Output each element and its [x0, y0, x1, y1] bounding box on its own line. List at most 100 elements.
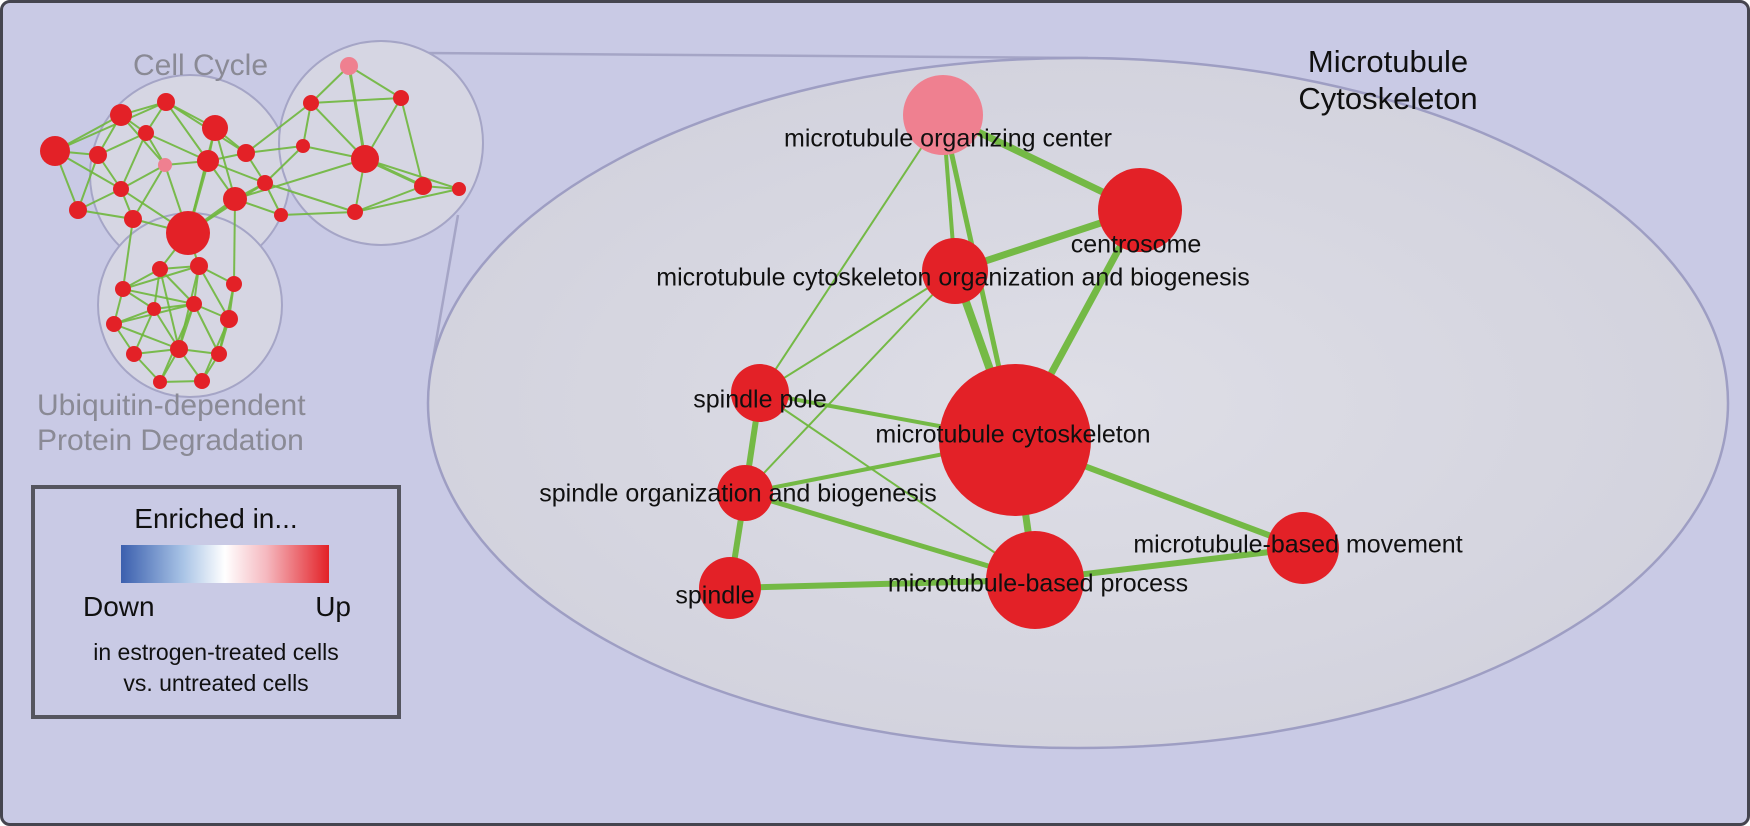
legend-down-label: Down: [83, 591, 155, 622]
overview-edge: [348, 65, 402, 99]
overview-node: [452, 182, 466, 196]
zoom-cone-line: [422, 51, 1089, 60]
overview-edge: [122, 218, 134, 290]
network-canvas: microtubule organizing center centrosome m…: [40, 40, 1730, 750]
detail-cluster-title: Microtubule Cytoskeleton: [1258, 43, 1518, 117]
detail-node-mc: [939, 364, 1091, 516]
detail-node-sorg: [717, 465, 773, 521]
detail-node-label-moc: microtubule organizing center: [784, 125, 1112, 153]
overview-node: [170, 340, 188, 358]
detail-node-label-mcob: microtubule cytoskeleton organization an…: [656, 264, 1249, 292]
legend-caption-line1: in estrogen-treated cells: [93, 639, 339, 665]
detail-node-mbm: [1267, 512, 1339, 584]
overview-edge: [347, 65, 367, 160]
overview-edge: [122, 265, 200, 290]
overview-node: [190, 257, 208, 275]
overview-node: [124, 210, 142, 228]
detail-cluster-title-line2: Cytoskeleton: [1298, 81, 1478, 117]
overview-node: [274, 208, 288, 222]
detail-node-spole: [731, 364, 789, 422]
overview-edge: [245, 102, 312, 154]
overview-edge: [159, 268, 180, 350]
detail-node-mcob: [922, 238, 988, 304]
overview-node: [197, 150, 219, 172]
detail-node-label-mbm: microtubule-based movement: [1133, 531, 1462, 559]
overview-node: [110, 104, 132, 126]
overview-edge: [77, 154, 99, 211]
overview-node: [153, 375, 167, 389]
overview-node: [340, 57, 358, 75]
overview-node: [152, 261, 168, 277]
overview-node: [296, 139, 310, 153]
overview-node: [194, 373, 210, 389]
overview-edge: [310, 97, 402, 104]
overview-edge: [133, 308, 155, 355]
overview-node: [351, 145, 379, 173]
detail-node-label-sorg: spindle organization and biogenesis: [539, 480, 937, 508]
overview-node: [186, 296, 202, 312]
overview-node: [40, 136, 70, 166]
detail-edge-sorg-mbp: [744, 490, 1036, 583]
legend-caption: in estrogen-treated cells vs. untreated …: [35, 637, 397, 699]
overview-edge: [122, 288, 195, 305]
overview-node: [147, 302, 161, 316]
overview-edge: [132, 164, 166, 220]
overview-node: [89, 146, 107, 164]
overview-node: [226, 276, 242, 292]
detail-edge-moc-spole: [759, 114, 944, 394]
detail-node-mbp: [986, 531, 1084, 629]
detail-node-label-mbp: microtubule-based process: [888, 570, 1188, 598]
overview-edge: [193, 303, 220, 355]
legend-gradient-bar: [121, 545, 329, 583]
overview-edge: [264, 182, 356, 213]
overview-node: [138, 125, 154, 141]
detail-edge-spole-mbp: [759, 392, 1036, 581]
cluster-label-cell-cycle: Cell Cycle: [132, 49, 269, 82]
overview-edge: [354, 188, 460, 213]
legend-caption-line2: vs. untreated cells: [123, 670, 309, 697]
detail-node-label-mc: microtubule cytoskeleton: [875, 421, 1150, 449]
cluster-label-ubiquitin: Ubiquitin-dependent Protein Degradation: [37, 389, 306, 458]
legend-title: Enriched in...: [134, 503, 298, 534]
overview-node: [202, 115, 228, 141]
overview-edge: [120, 132, 147, 190]
overview-edge: [364, 158, 460, 190]
detail-edge-spin-mbp: [729, 577, 1036, 591]
overview-edge: [245, 145, 304, 154]
overview-node: [126, 346, 142, 362]
overview-node: [106, 316, 122, 332]
overview-node: [257, 175, 273, 191]
detail-node-label-spin: spindle: [675, 582, 754, 610]
overview-node: [166, 211, 210, 255]
overview-node: [393, 90, 409, 106]
overview-node: [220, 310, 238, 328]
overview-node: [69, 201, 87, 219]
detail-node-cen: [1098, 168, 1182, 252]
overview-node: [157, 93, 175, 111]
overview-node: [113, 181, 129, 197]
overview-node: [223, 187, 247, 211]
overview-node: [303, 95, 319, 111]
overview-edge: [54, 101, 167, 152]
overview-node: [115, 281, 131, 297]
overview-node: [347, 204, 363, 220]
overview-edge: [113, 323, 180, 350]
legend-up-label: Up: [315, 591, 351, 622]
detail-node-label-spole: spindle pole: [693, 386, 826, 414]
overview-edge: [145, 132, 209, 162]
overview-edge: [77, 209, 134, 220]
detail-node-spin: [699, 557, 761, 619]
overview-edge: [120, 164, 166, 190]
overview-edge: [165, 101, 209, 162]
overview-node: [211, 346, 227, 362]
overview-edge: [198, 265, 230, 320]
overview-node: [158, 158, 172, 172]
legend-endpoint-labels: Down Up: [83, 591, 351, 623]
legend-box: Enriched in... Down Up in estrogen-treat…: [31, 485, 401, 719]
detail-node-label-cen: centrosome: [1071, 231, 1202, 259]
overview-edge: [354, 185, 424, 213]
detail-edge-mcob-sorg: [744, 270, 956, 494]
detail-node-moc: [903, 75, 983, 155]
cluster-label-ubiquitin-line1: Ubiquitin-dependent: [37, 389, 306, 422]
